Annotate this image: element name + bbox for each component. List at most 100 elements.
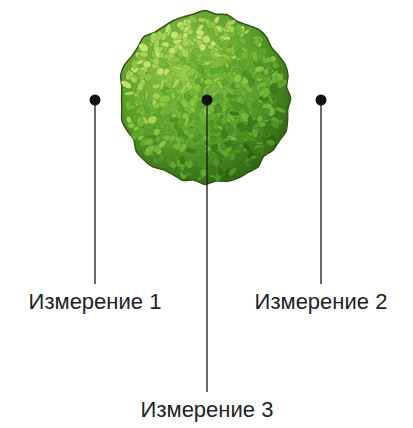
leaf <box>169 117 179 123</box>
leaf <box>221 38 231 47</box>
leaf <box>240 51 249 60</box>
leader-line <box>320 100 321 284</box>
leaf <box>252 51 258 61</box>
leaf <box>197 72 203 79</box>
leaf <box>188 59 197 68</box>
leaf <box>235 27 244 37</box>
measure-point <box>202 95 213 106</box>
measurement-label: Измерение 1 <box>27 290 164 314</box>
measurement-label: Измерение 2 <box>253 290 390 314</box>
leaf <box>139 51 148 58</box>
leaf <box>244 140 253 147</box>
leaf <box>209 72 221 80</box>
leaf <box>124 91 135 97</box>
leaf <box>247 116 255 127</box>
leaf <box>179 156 186 165</box>
leaf <box>157 46 164 53</box>
leaf <box>130 129 140 141</box>
leaf <box>237 35 247 45</box>
leaf <box>250 155 258 160</box>
leaf <box>233 91 242 97</box>
leaf <box>149 31 160 42</box>
leader-line <box>206 100 207 392</box>
leaf <box>158 95 171 104</box>
leaf <box>187 29 194 35</box>
leaf <box>187 88 197 98</box>
leaf <box>269 119 281 130</box>
leaf <box>237 127 241 139</box>
leaf <box>174 123 179 130</box>
leaf <box>183 116 190 128</box>
leaf <box>146 101 154 110</box>
leaf <box>254 38 260 46</box>
leaf <box>220 71 228 79</box>
measure-point <box>90 95 101 106</box>
leaf <box>159 52 165 59</box>
leaf <box>169 147 178 157</box>
leaf <box>216 96 225 105</box>
leaf <box>206 82 220 94</box>
leaf <box>228 106 235 113</box>
leaf <box>256 146 265 154</box>
leaf <box>134 98 144 107</box>
leaf <box>136 59 144 65</box>
leaf <box>174 135 183 144</box>
leaf <box>270 83 277 95</box>
leaf <box>271 60 281 70</box>
leaf <box>178 59 187 68</box>
leaf <box>158 110 166 117</box>
bush-body <box>121 10 291 184</box>
leaf <box>120 79 133 90</box>
leaf <box>275 106 286 114</box>
leaf <box>227 167 237 177</box>
leaf <box>179 25 185 31</box>
leaf <box>262 107 271 116</box>
leaf <box>241 159 253 168</box>
leader-line <box>94 100 95 284</box>
leaf <box>136 116 144 127</box>
leaf <box>136 82 144 92</box>
leaf <box>179 47 191 60</box>
leaf <box>220 143 226 150</box>
leaf <box>261 46 268 55</box>
leaf <box>156 151 166 164</box>
measure-point <box>316 95 327 106</box>
leaf <box>235 24 247 36</box>
leaf <box>220 113 228 126</box>
leaf <box>219 148 230 158</box>
leaf <box>263 128 274 135</box>
leaf <box>135 107 142 115</box>
leaf <box>126 116 132 124</box>
leaf <box>243 84 254 94</box>
leaf <box>227 19 237 27</box>
leaf <box>218 161 230 173</box>
leaf <box>230 59 238 67</box>
leaf <box>221 52 232 61</box>
leaf <box>210 146 219 153</box>
leaf <box>231 73 243 85</box>
leaf <box>214 105 223 113</box>
leaf <box>171 77 181 89</box>
leaf <box>197 56 209 65</box>
leaf <box>165 157 171 164</box>
leaf <box>225 48 232 53</box>
leaf <box>210 136 217 142</box>
measurement-label: Измерение 3 <box>139 398 276 422</box>
leaf <box>143 138 154 146</box>
leaf <box>128 71 135 77</box>
leaf <box>189 127 200 133</box>
leaf <box>188 166 197 175</box>
leaf <box>195 28 205 37</box>
leaf <box>162 123 172 133</box>
leaf <box>137 41 150 54</box>
leaf <box>186 38 196 47</box>
leaf <box>249 78 253 88</box>
leaf <box>246 101 253 110</box>
leaf <box>136 69 147 78</box>
leaf <box>181 58 185 65</box>
leaf <box>160 32 168 41</box>
leaf <box>146 114 158 125</box>
leaf <box>182 167 190 176</box>
leaf <box>194 106 202 115</box>
